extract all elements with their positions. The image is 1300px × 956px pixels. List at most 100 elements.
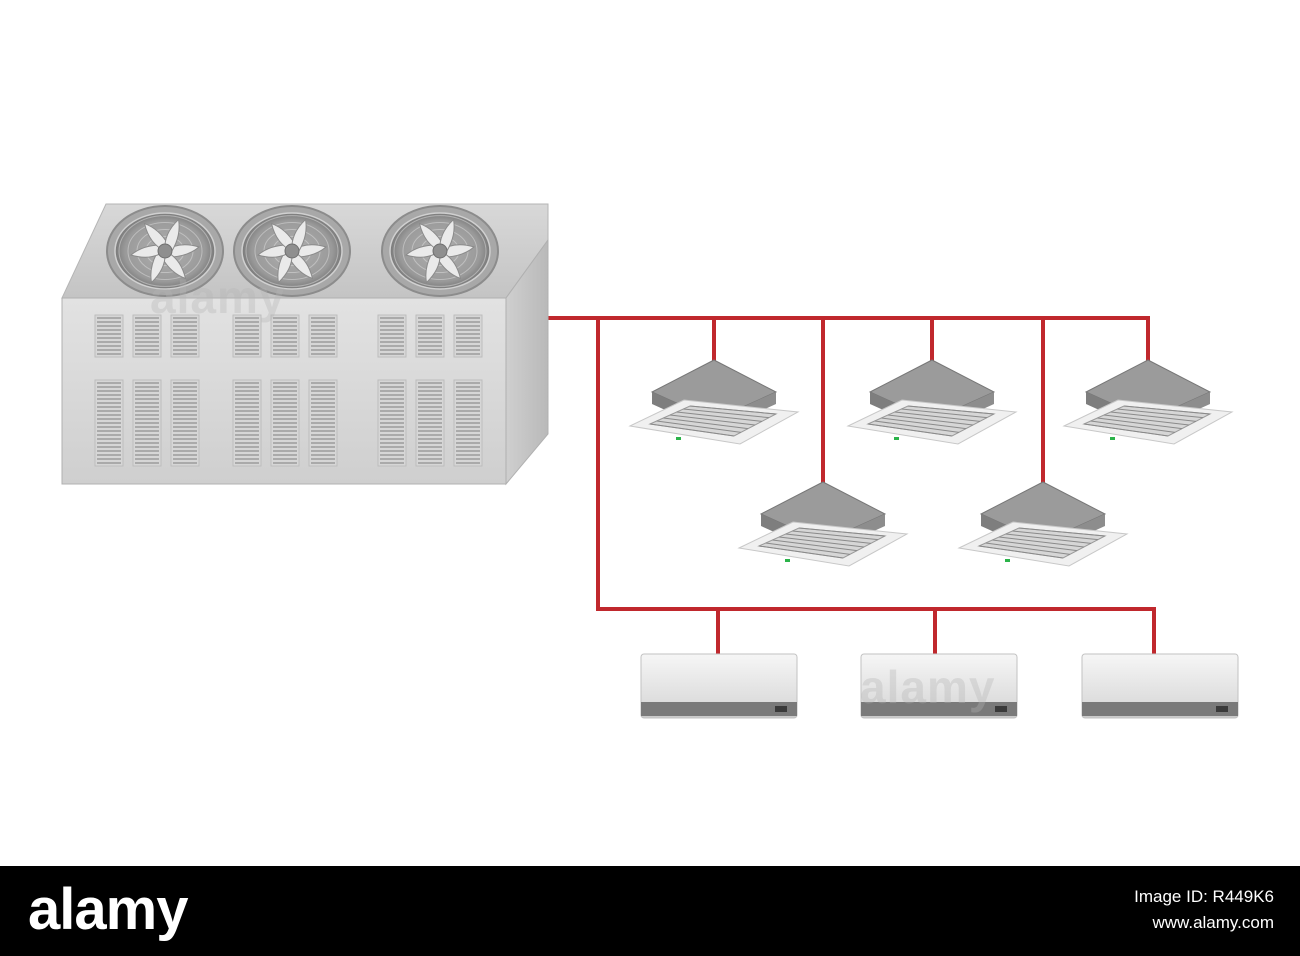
grille-line [772, 539, 858, 552]
fan-blade [164, 218, 180, 252]
louver-grille [377, 379, 407, 467]
grille-line [689, 405, 777, 415]
grille-line [785, 533, 872, 544]
site-url-link[interactable]: www.alamy.com [1152, 913, 1274, 932]
fan-blade [256, 244, 293, 258]
fan-blade [150, 250, 166, 284]
grille-line [894, 411, 981, 422]
louver-grille [232, 314, 262, 358]
wall-split-icon [640, 653, 798, 719]
ceiling-cassette-icon [957, 481, 1129, 567]
grille-line [676, 411, 763, 422]
fan-guard-ring [127, 222, 203, 280]
split-display [775, 706, 787, 712]
fan-guard-ring [402, 222, 478, 280]
grille-line [758, 545, 844, 559]
louver-grille [94, 314, 124, 358]
grille-line [656, 420, 742, 433]
grille-line [998, 536, 1085, 548]
louver-grille [232, 379, 262, 467]
louver-grille [270, 379, 300, 467]
grille-line [1012, 530, 1099, 541]
louver-grille [453, 314, 483, 358]
hvac-diagram [61, 203, 1239, 719]
grille-line [1018, 527, 1106, 537]
grille-line [1005, 533, 1092, 544]
fan-icon [106, 205, 224, 297]
fan-blade [439, 218, 455, 252]
split-vent [861, 702, 1017, 716]
fan-blade [291, 218, 307, 252]
grille-line [1123, 405, 1211, 415]
louver-grille [453, 379, 483, 467]
grille-line [1103, 414, 1190, 426]
louver-grille [377, 314, 407, 358]
louver-grille [308, 314, 338, 358]
fan-blade [277, 250, 293, 284]
grille-line [1117, 408, 1204, 419]
grille-line [649, 423, 735, 437]
louver-grille [132, 314, 162, 358]
fan-blade [425, 250, 441, 284]
grille-line [798, 527, 886, 537]
grille-line [1090, 420, 1176, 433]
grille-line [669, 414, 756, 426]
image-id-label: Image ID: R449K6 [1134, 887, 1274, 906]
louver-grille [94, 379, 124, 467]
fan-guard-ring [393, 215, 487, 287]
grille-line [1097, 417, 1183, 430]
ceiling-cassette-icon [737, 481, 909, 567]
grille-line [778, 536, 865, 548]
fan-guard-ring [118, 215, 212, 287]
grille-line [663, 417, 749, 430]
condenser-louver-grilles [94, 314, 483, 467]
louver-grille [132, 379, 162, 467]
ceiling-cassette-units [628, 359, 1234, 567]
grille-line [881, 417, 967, 430]
fan-guard-ring [245, 215, 339, 287]
wall-split-units [640, 653, 1239, 719]
brand-logo[interactable]: alamy [28, 877, 188, 942]
split-vent [641, 702, 797, 716]
fan-guard-ring [254, 222, 330, 280]
split-display [995, 706, 1007, 712]
grille-line [1083, 423, 1169, 437]
ceiling-cassette-icon [1062, 359, 1234, 445]
status-led [785, 559, 790, 562]
grille-line [901, 408, 988, 419]
fan-icon [381, 205, 499, 297]
fan-hub [432, 243, 448, 259]
grille-line [985, 542, 1071, 555]
split-display [1216, 706, 1228, 712]
wall-split-icon [1081, 653, 1239, 719]
grille-line [792, 530, 879, 541]
status-led [676, 437, 681, 440]
fan-hub [284, 243, 300, 259]
louver-grille [270, 314, 300, 358]
condenser-fans [106, 205, 499, 297]
fan-hub [157, 243, 173, 259]
outdoor-condenser-unit [61, 203, 549, 486]
grille-line [765, 542, 851, 555]
fan-blade [404, 244, 441, 258]
louver-grille [170, 314, 200, 358]
louver-grille [415, 314, 445, 358]
ceiling-cassette-icon [846, 359, 1018, 445]
status-led [1005, 559, 1010, 562]
wall-split-icon [860, 653, 1018, 719]
louver-grille [415, 379, 445, 467]
fan-blade [129, 244, 166, 258]
grille-line [887, 414, 974, 426]
grille-line [978, 545, 1064, 559]
grille-line [683, 408, 770, 419]
louver-grille [308, 379, 338, 467]
footer-bar: alamy Image ID: R449K6 www.alamy.com [0, 866, 1300, 956]
grille-line [992, 539, 1078, 552]
grille-line [867, 423, 953, 437]
grille-line [874, 420, 960, 433]
louver-grille [170, 379, 200, 467]
refrigerant-pipes [546, 316, 1156, 656]
status-led [894, 437, 899, 440]
grille-line [1110, 411, 1197, 422]
ceiling-cassette-icon [628, 359, 800, 445]
